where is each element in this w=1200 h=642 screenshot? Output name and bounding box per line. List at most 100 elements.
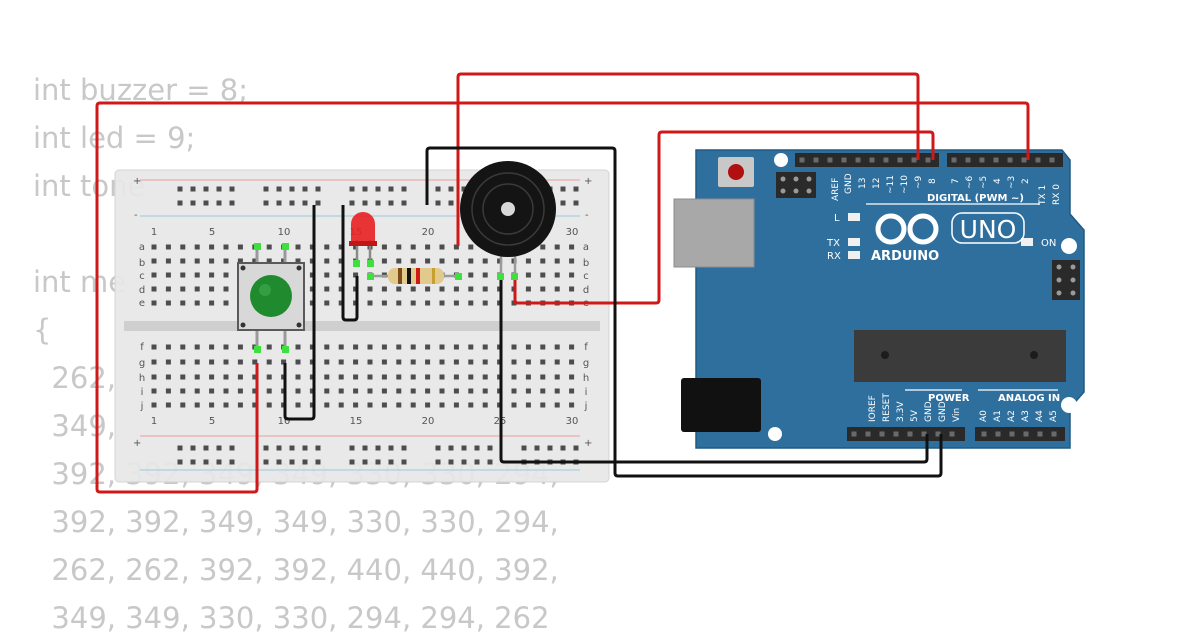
code-listing: int buzzer = 8; int led = 9; int tone in…	[33, 66, 559, 642]
wire-black	[499, 276, 929, 464]
row-label: h	[139, 373, 145, 384]
pin-label: A3	[1021, 410, 1031, 422]
column-label: 10	[278, 416, 291, 427]
mounting-hole	[768, 427, 782, 441]
column-label: 5	[209, 227, 215, 238]
pin-label: Vin	[952, 408, 962, 422]
row-label: j	[140, 401, 144, 412]
resistor	[372, 268, 458, 284]
rail-minus-label: -	[585, 210, 589, 221]
led-label: ON	[1041, 238, 1056, 249]
onboard-led-tx	[848, 238, 860, 246]
arduino-uno-board[interactable]: AREF GND 13 12 ~11 ~10 ~9 8 7 ~6 ~5 4 ~3…	[673, 149, 1085, 449]
row-label: a	[139, 242, 145, 253]
pin-label: GND	[844, 173, 854, 194]
wire-black	[283, 205, 316, 421]
rail-plus-label: +	[584, 438, 592, 449]
row-label: i	[585, 387, 588, 398]
column-label: 20	[422, 416, 435, 427]
column-label: 1	[151, 416, 157, 427]
code-line: int buzzer = 8;	[33, 73, 248, 107]
led-label: TX	[826, 238, 840, 249]
pin-label: 12	[872, 178, 882, 189]
wire-red	[513, 130, 935, 305]
reset-button-cap[interactable]	[728, 164, 744, 180]
row-label: g	[139, 358, 145, 369]
rail-plus-label: +	[584, 176, 592, 187]
row-label: d	[139, 285, 145, 296]
column-label: 30	[566, 227, 579, 238]
pin-label: 5V	[910, 409, 920, 422]
digital-header-left	[795, 153, 939, 167]
code-line: 349, 349, 330, 330, 294, 294, 262	[33, 601, 550, 635]
pin-label: RX 0	[1052, 184, 1062, 205]
pin-label: A2	[1007, 410, 1017, 422]
rail-minus-label: -	[134, 210, 138, 221]
column-label: 15	[350, 416, 363, 427]
pin-label: IOREF	[868, 395, 878, 422]
digital-header-right	[947, 153, 1063, 167]
onboard-led-rx	[848, 251, 860, 259]
column-label: 5	[209, 416, 215, 427]
code-line: {	[33, 313, 52, 347]
pin-label: ~11	[886, 175, 896, 194]
connection-markers	[254, 243, 518, 353]
pin-label: ~9	[914, 175, 924, 189]
wire-red	[95, 101, 1030, 494]
row-label: h	[583, 373, 589, 384]
row-label: j	[584, 401, 588, 412]
pin-label: ~3	[1007, 176, 1017, 189]
push-button[interactable]	[237, 246, 305, 350]
code-line: 349,	[33, 409, 117, 443]
pin-label: ~5	[979, 176, 989, 189]
code-line: 262, 262, 392, 392, 440, 440, 392,	[33, 553, 559, 587]
pin-label: 8	[928, 178, 938, 184]
row-label: f	[140, 342, 144, 353]
pin-label: 3.3V	[896, 401, 906, 422]
power-jack	[681, 378, 761, 432]
row-label: a	[583, 242, 589, 253]
pin-label: GND	[938, 401, 948, 422]
led-label: L	[834, 213, 840, 224]
piezo-buzzer	[460, 161, 556, 276]
pin-label: 13	[858, 178, 868, 189]
row-label: e	[139, 298, 145, 309]
power-header	[847, 427, 965, 441]
digital-pin-labels: AREF GND 13 12 ~11 ~10 ~9 8 7 ~6 ~5 4 ~3…	[831, 173, 1062, 206]
wire-red	[456, 72, 920, 246]
pin-label: RESET	[882, 393, 892, 422]
mounting-hole	[774, 153, 788, 167]
row-label: d	[583, 285, 589, 296]
usb-connector	[673, 198, 755, 268]
rail-plus-label: +	[133, 438, 141, 449]
model-badge	[951, 212, 1025, 244]
analog-label: ANALOG IN	[998, 393, 1060, 404]
row-label: b	[139, 258, 145, 269]
pin-label: 7	[951, 178, 961, 184]
row-label: c	[583, 271, 589, 282]
icsp-header-right	[1052, 260, 1080, 300]
header-pins	[799, 157, 1057, 437]
column-label: 10	[278, 227, 291, 238]
mounting-hole	[1061, 397, 1077, 413]
row-label: g	[583, 358, 589, 369]
row-label: c	[139, 271, 145, 282]
code-line: int led = 9;	[33, 121, 196, 155]
column-label: 1	[151, 227, 157, 238]
power-pin-labels: IOREF RESET 3.3V 5V GND GND Vin	[868, 393, 962, 422]
pin-label: A4	[1035, 410, 1045, 422]
column-label: 30	[566, 416, 579, 427]
pin-label: AREF	[831, 178, 841, 201]
row-label: f	[584, 342, 588, 353]
code-line: 262,	[33, 361, 117, 395]
analog-header	[975, 427, 1065, 441]
pin-label: A5	[1049, 410, 1059, 422]
column-label: 20	[422, 227, 435, 238]
model-name: UNO	[960, 215, 1017, 244]
onboard-led-l	[848, 213, 860, 221]
wires	[95, 72, 1030, 494]
push-button-cap[interactable]	[250, 275, 292, 317]
row-label: b	[583, 258, 589, 269]
pin-label: TX 1	[1038, 185, 1048, 206]
brand-name: ARDUINO	[871, 249, 939, 264]
